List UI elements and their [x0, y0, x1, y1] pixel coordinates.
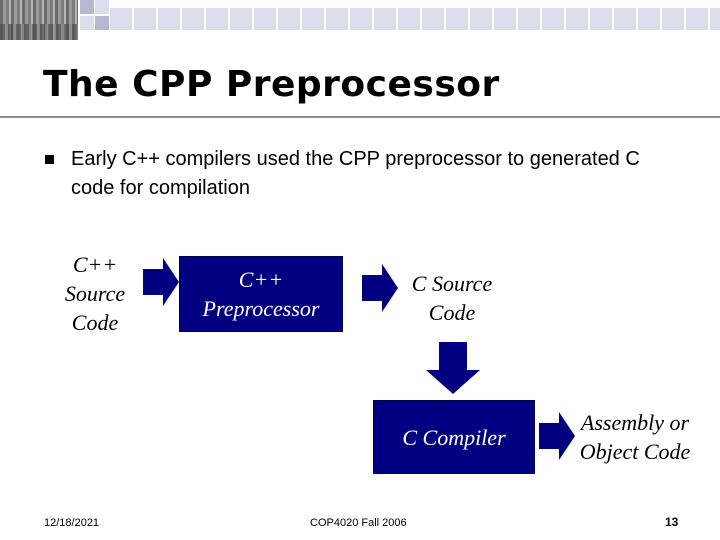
title-divider [0, 116, 720, 118]
decor-square [95, 16, 109, 30]
arrow-right-icon [539, 412, 575, 460]
slide-title: The CPP Preprocessor [43, 64, 500, 105]
page-number: 13 [665, 515, 679, 529]
cpp-source-line: C++ [72, 252, 118, 277]
arrow-right-icon [143, 258, 179, 306]
assembly-object-label: Assembly or Object Code [566, 408, 704, 466]
footer-date: 12/18/2021 [44, 517, 100, 529]
cpp-source-line: Source [64, 281, 126, 306]
cpp-preprocessor-box: C++ Preprocessor [179, 256, 343, 332]
header-photo [0, 0, 78, 40]
c-source-line: Code [428, 300, 476, 325]
output-line: Object Code [579, 439, 691, 464]
bullet-text: Early C++ compilers used the CPP preproc… [71, 148, 640, 199]
cpp-source-label: C++ Source Code [50, 250, 140, 337]
c-compiler-label: C Compiler [402, 424, 506, 450]
arrow-right-icon [362, 264, 398, 312]
footer-course: COP4020 Fall 2006 [310, 517, 407, 529]
c-source-line: C Source [411, 271, 493, 296]
cpp-source-line: Code [71, 310, 119, 335]
arrow-down-icon [426, 342, 480, 394]
preprocessor-line: Preprocessor [202, 296, 320, 321]
decor-square [110, 8, 720, 30]
c-compiler-box: C Compiler [373, 400, 535, 474]
bullet-marker [45, 155, 54, 164]
decor-square [80, 0, 94, 14]
decor-square [95, 0, 109, 14]
c-source-label: C Source Code [392, 269, 512, 327]
output-line: Assembly or [580, 410, 690, 435]
decor-square [80, 16, 94, 30]
preprocessor-line: C++ [238, 267, 284, 292]
